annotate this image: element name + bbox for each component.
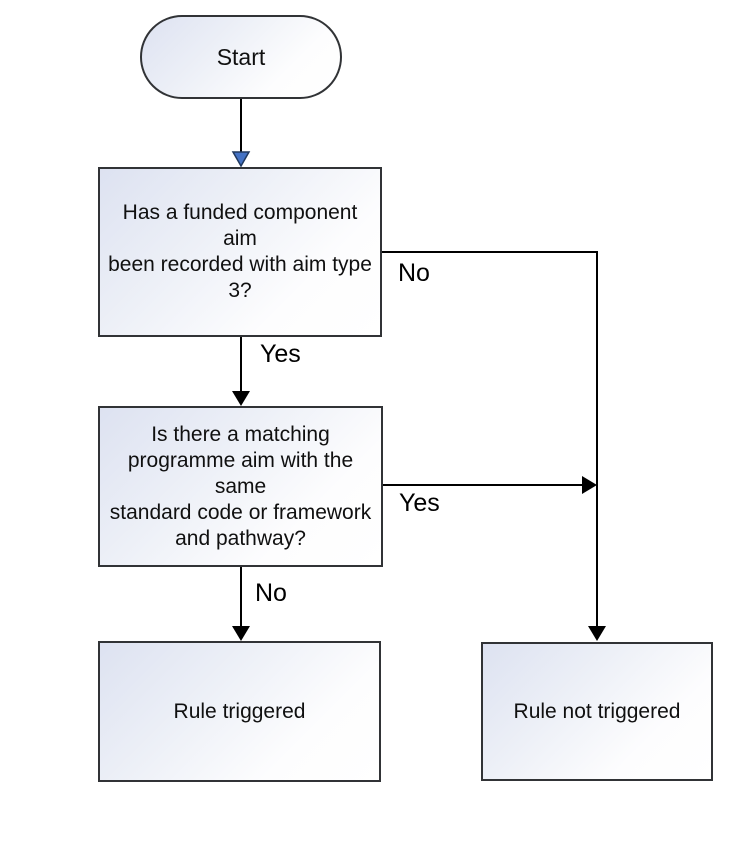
arrow-down-icon	[232, 391, 250, 406]
rule-not-triggered-node: Rule not triggered	[481, 642, 713, 781]
question-1-label: Has a funded component aim been recorded…	[108, 201, 372, 302]
arrow-down-icon	[588, 626, 606, 641]
rule-not-triggered-label: Rule not triggered	[513, 699, 681, 723]
start-node-label: Start	[216, 44, 266, 70]
start-node: Start	[140, 15, 342, 99]
edge-label-yes-1: Yes	[260, 340, 301, 368]
arrow-down-blue-icon	[231, 151, 251, 167]
edge-question1-yes-line	[240, 337, 242, 393]
edge-label-no-1: No	[398, 259, 430, 287]
rule-triggered-node: Rule triggered	[98, 641, 381, 782]
edge-label-yes-2: Yes	[399, 489, 440, 517]
question-2-label: Is there a matching programme aim with t…	[109, 422, 372, 550]
edge-question1-no-hline	[382, 251, 598, 253]
edge-question2-yes-line	[383, 484, 583, 486]
edge-question2-no-line	[240, 567, 242, 628]
edge-question1-no-vline	[596, 251, 598, 628]
arrow-down-icon	[232, 626, 250, 641]
question-1-node: Has a funded component aim been recorded…	[98, 167, 382, 337]
rule-triggered-label: Rule triggered	[173, 699, 306, 723]
arrow-right-icon	[582, 476, 597, 494]
edge-start-to-question1-line	[240, 99, 242, 154]
question-2-node: Is there a matching programme aim with t…	[98, 406, 383, 567]
edge-label-no-2: No	[255, 579, 287, 607]
